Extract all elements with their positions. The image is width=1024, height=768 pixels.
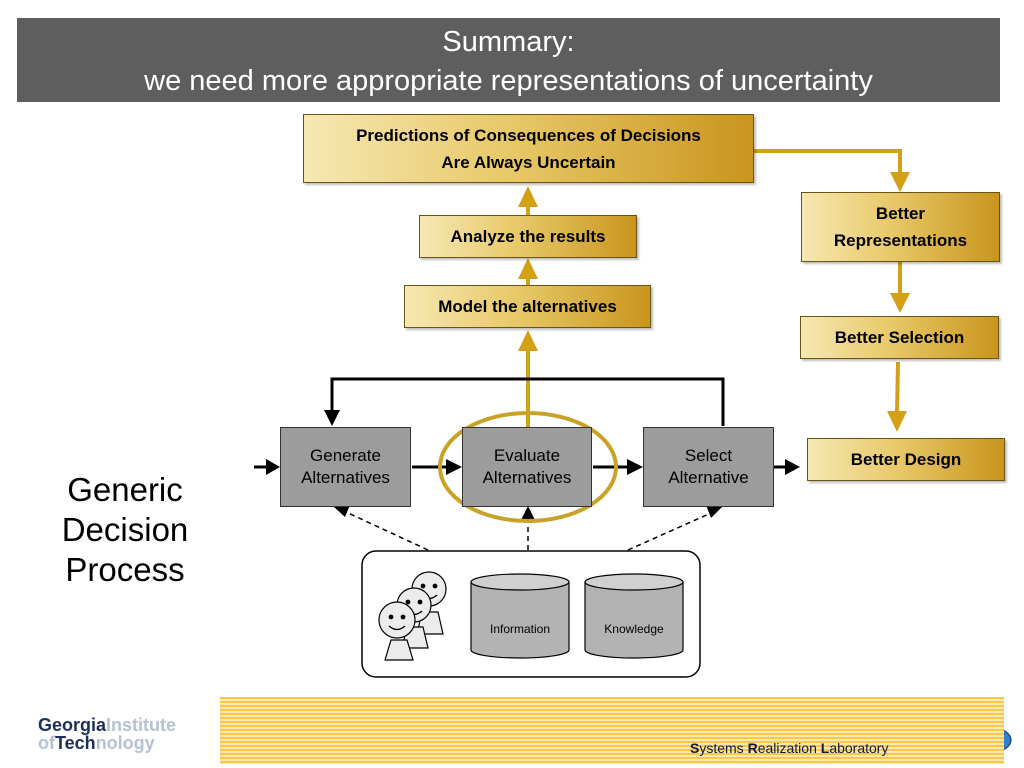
evaluate-alternatives-box: Evaluate Alternatives [462, 427, 592, 507]
dashed-to-evaluate-head [521, 506, 535, 520]
output-arrow-head [785, 459, 800, 475]
gt-nology: nology [95, 733, 155, 753]
knowledge-label: Knowledge [604, 622, 664, 636]
model-alternatives-label: Model the alternatives [438, 297, 617, 316]
better-representations-line-2: Representations [833, 231, 968, 250]
gt-tech: Tech [55, 733, 96, 753]
gt-logo-line-2: ofTechnology [38, 733, 155, 754]
dashed-to-select [627, 512, 712, 551]
arrow-head-representations [890, 172, 910, 192]
arrow-head-model [518, 330, 538, 351]
arrow-head-analyze [518, 258, 538, 279]
information-label: Information [489, 622, 551, 636]
lab-r: R [747, 740, 758, 756]
generate-line-2: Alternatives [301, 468, 390, 487]
better-representations-line-1: Better [875, 204, 926, 223]
side-label-line-1: Generic [67, 471, 183, 508]
evaluate-line-2: Alternatives [482, 468, 572, 487]
generic-decision-process-label: Generic Decision Process [40, 470, 210, 590]
lab-aboratory: aboratory [829, 740, 889, 756]
predictions-box: Predictions of Consequences of Decisions… [303, 114, 754, 183]
better-representations-box: Better Representations [801, 192, 1000, 262]
evaluate-line-1: Evaluate [493, 446, 561, 465]
systems-realization-laboratory-label: Systems Realization Laboratory [690, 740, 888, 756]
person-icon [378, 601, 416, 661]
analyze-results-box: Analyze the results [419, 215, 637, 258]
arrow-evaluate-to-select-head [627, 459, 643, 475]
dashed-to-generate [345, 511, 429, 551]
footer-logo-area [17, 697, 220, 764]
input-arrow-head [266, 459, 280, 475]
generate-line-1: Generate [310, 446, 381, 465]
arrow-head-predictions [518, 186, 538, 207]
feedback-loop [330, 377, 725, 426]
arrow-selection-to-design [895, 361, 900, 415]
arrow-predictions-to-representations [754, 149, 902, 176]
generate-alternatives-box: Generate Alternatives [280, 427, 411, 507]
select-line-1: Select [684, 446, 733, 465]
title-line-1: Summary: [442, 26, 575, 58]
dashed-to-select-head [706, 505, 722, 518]
select-alternative-box: Select Alternative [643, 427, 774, 507]
gt-georgia: Georgia [38, 715, 107, 735]
side-label-line-2: Decision [61, 511, 189, 548]
model-alternatives-box: Model the alternatives [404, 285, 651, 328]
arrow-head-selection [890, 293, 910, 313]
better-design-box: Better Design [807, 438, 1005, 481]
better-design-label: Better Design [850, 450, 962, 469]
better-selection-label: Better Selection [834, 328, 965, 347]
title-line-2: we need more appropriate representations… [144, 65, 873, 97]
side-label-line-3: Process [65, 551, 185, 588]
lab-s: S [690, 740, 700, 756]
slide-title: Summary: we need more appropriate repres… [17, 18, 1000, 102]
gt-logo-line-1: GeorgiaInstitute [38, 715, 176, 736]
gt-institute: Institute [106, 715, 177, 735]
better-selection-box: Better Selection [800, 316, 999, 359]
feedback-loop-head [324, 410, 340, 426]
database-cylinder-icon [584, 573, 684, 659]
predictions-line-1: Predictions of Consequences of Decisions [356, 125, 701, 145]
lab-ealization: ealization [757, 740, 821, 756]
database-cylinder-icon [470, 573, 570, 659]
evaluate-highlight-ellipse [438, 411, 618, 523]
arrow-head-design [887, 411, 907, 432]
footer-band [220, 697, 1004, 764]
predictions-line-2: Are Always Uncertain [441, 152, 616, 172]
select-line-2: Alternative [668, 468, 749, 487]
lab-ystems: ystems [699, 740, 748, 756]
arrow-generate-to-evaluate-head [446, 459, 462, 475]
lab-l: L [820, 740, 830, 756]
gt-of: of [38, 733, 55, 753]
dashed-to-generate-head [334, 505, 350, 517]
analyze-results-label: Analyze the results [450, 227, 606, 246]
